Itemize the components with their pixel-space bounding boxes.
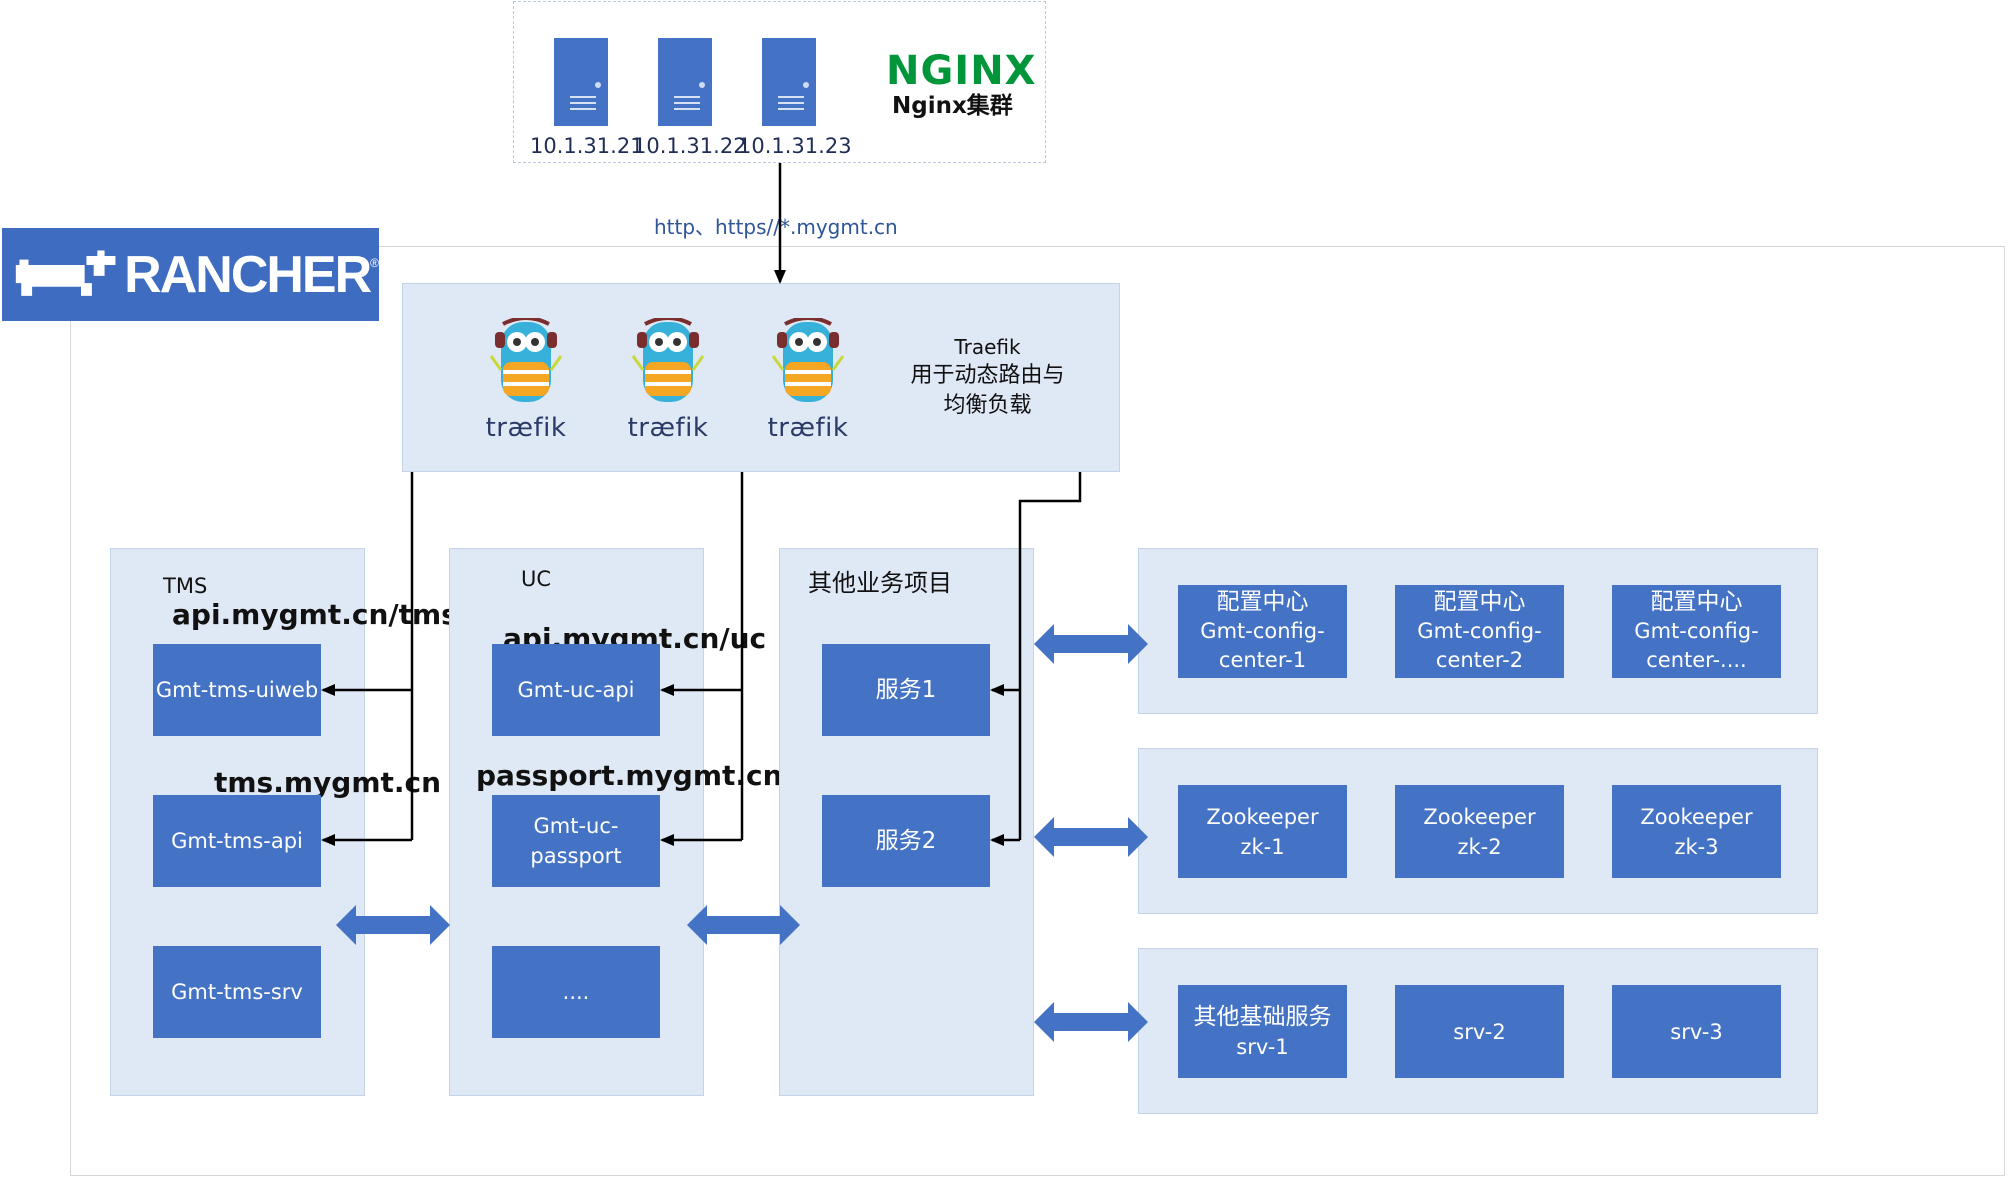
traefik-gopher-icon [631,316,705,402]
base-service-node[interactable]: srv-2 [1395,985,1564,1078]
traefik-gopher-icon [771,316,845,402]
registered-mark: ® [370,256,379,270]
traefik-gopher-icon [489,316,563,402]
traefik-label: træfik [485,413,567,443]
rancher-frame [70,246,2005,1176]
edge-protocol-label: http、https//*.mygmt.cn [654,215,898,239]
tms-title: TMS [163,574,208,598]
other-service-1[interactable]: 服务1 [822,644,990,736]
uc-passport-route: passport.mygmt.cn [476,759,783,792]
traefik-instance: træfik [623,316,713,443]
traefik-title: Traefik [954,335,1021,359]
traefik-label: træfik [767,413,849,443]
rancher-logo-text: RANCHER [124,245,372,304]
tms-web-route: tms.mygmt.cn [214,766,442,799]
uc-title: UC [521,567,552,591]
uc-api-service[interactable]: Gmt-uc-api [492,644,660,736]
tms-srv-service[interactable]: Gmt-tms-srv [153,946,321,1038]
server-icon [762,38,816,126]
tms-uiweb-service[interactable]: Gmt-tms-uiweb [153,644,321,736]
traefik-label: træfik [627,413,709,443]
other-projects-title: 其他业务项目 [808,569,952,597]
traefik-instance: træfik [763,316,853,443]
server-ip: 10.1.31.21 [530,134,644,158]
other-projects-panel [779,548,1034,1096]
other-service-2[interactable]: 服务2 [822,795,990,887]
traefik-desc-line2: 均衡负载 [943,393,1032,418]
tms-api-route: api.mygmt.cn/tms [172,598,458,631]
uc-more-service[interactable]: .... [492,946,660,1038]
uc-passport-service[interactable]: Gmt-uc-passport [492,795,660,887]
tms-api-service[interactable]: Gmt-tms-api [153,795,321,887]
rancher-logo: RANCHER ® [2,228,379,321]
server-icon [554,38,608,126]
traefik-desc-line1: 用于动态路由与 [910,363,1065,388]
server-ip: 10.1.31.23 [738,134,852,158]
nginx-logo: NGINX [886,48,1037,94]
server-ip: 10.1.31.22 [633,134,747,158]
rancher-cow-icon [15,250,116,296]
nginx-cluster-label: Nginx集群 [892,93,1013,119]
traefik-description: Traefik 用于动态路由与 均衡负载 [890,333,1085,421]
traefik-instance: træfik [481,316,571,443]
server-icon [658,38,712,126]
base-service-node[interactable]: srv-3 [1612,985,1781,1078]
